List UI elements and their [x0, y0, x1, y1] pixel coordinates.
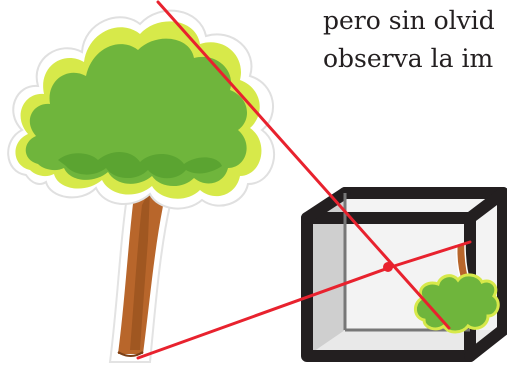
pinhole-point — [383, 262, 393, 272]
ray-bottom-inside — [389, 240, 472, 269]
caption-line-2: observa la im — [323, 44, 494, 73]
inverted-tree-foliage — [414, 273, 500, 334]
box-interior-shadow — [307, 193, 345, 356]
tree-trunk-shade — [130, 190, 150, 350]
caption-text: pero sin olvid observa la im — [323, 2, 495, 78]
ray-bottom — [136, 265, 393, 360]
box-frame — [301, 187, 507, 362]
tree-root-line — [117, 351, 144, 357]
light-rays — [136, 0, 472, 360]
tree-foliage-shade — [58, 151, 222, 179]
ray-top — [156, 0, 451, 330]
tree-icon — [7, 9, 276, 363]
inverted-tree-icon — [414, 243, 500, 334]
tree-foliage — [25, 38, 248, 187]
caption-line-1: pero sin olvid — [323, 6, 495, 35]
